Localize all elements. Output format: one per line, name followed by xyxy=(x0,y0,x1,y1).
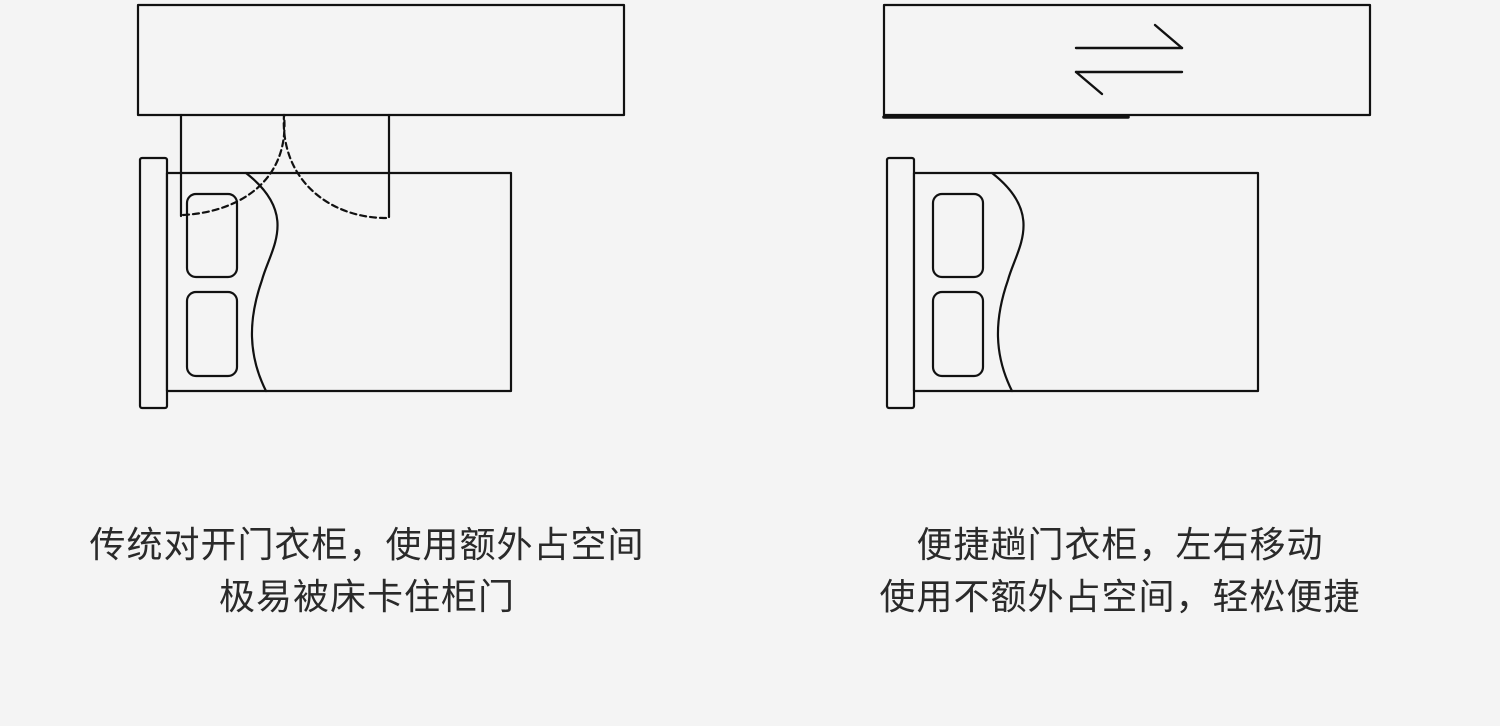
left-diagram xyxy=(136,3,626,410)
left-door-swing-arc-right xyxy=(282,113,388,220)
right-bed xyxy=(885,156,1260,410)
right-bed-frame xyxy=(912,171,1260,393)
left-bed-blanket-edge xyxy=(244,171,279,393)
left-caption-line-1: 传统对开门衣柜，使用额外占空间 xyxy=(89,525,645,566)
left-bed xyxy=(138,156,513,410)
bidirectional-arrow-icon xyxy=(1074,23,1184,96)
left-bed-headboard xyxy=(138,156,169,410)
right-bed-pillow-1 xyxy=(931,192,985,279)
left-bed-pillow-1 xyxy=(185,192,239,279)
left-bed-frame xyxy=(165,171,513,393)
right-bed-headboard xyxy=(885,156,916,410)
right-caption: 便捷趟门衣柜，左右移动 使用不额外占空间，轻松便捷 xyxy=(770,520,1470,624)
left-caption: 传统对开门衣柜，使用额外占空间 极易被床卡住柜门 xyxy=(17,520,717,624)
left-caption-line-2: 极易被床卡住柜门 xyxy=(218,577,515,618)
left-wardrobe-open-doors xyxy=(179,113,391,220)
right-caption-line-2: 使用不额外占空间，轻松便捷 xyxy=(879,577,1361,618)
right-bed-blanket-edge xyxy=(990,171,1025,393)
left-wardrobe xyxy=(136,3,626,117)
right-caption-line-1: 便捷趟门衣柜，左右移动 xyxy=(916,525,1324,566)
right-diagram xyxy=(882,3,1372,410)
right-bed-pillow-2 xyxy=(931,290,985,378)
right-wardrobe xyxy=(882,3,1372,117)
left-bed-pillow-2 xyxy=(185,290,239,378)
